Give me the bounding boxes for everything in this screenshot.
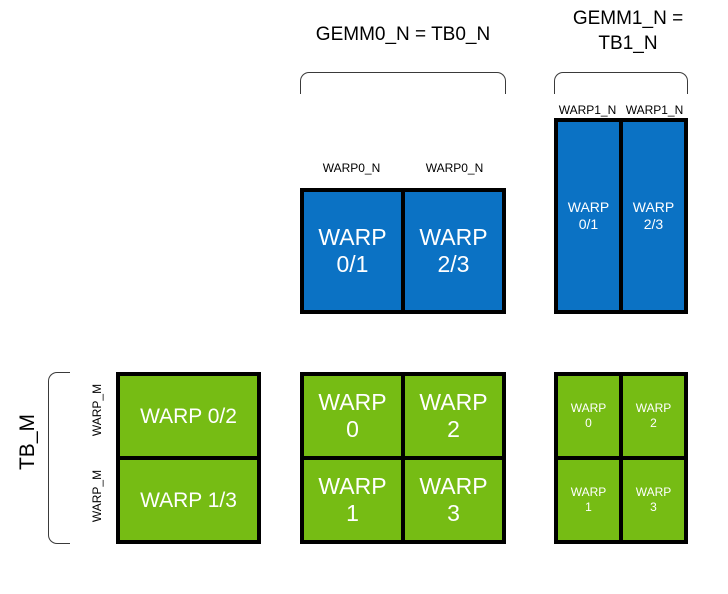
right-green-cell-2: WARP 2 [623, 376, 684, 456]
gemm0-warp-cell-0: WARP 0/1 [304, 192, 401, 310]
middle-green-cell-0: WARP 0 [304, 376, 401, 456]
middle-green-cell-1: WARP 1 [304, 460, 401, 540]
tb-m-bracket [48, 372, 70, 544]
gemm1-warp-cell-0: WARP 0/1 [558, 122, 619, 310]
gemm0-blue-group: WARP 0/1 WARP 2/3 [300, 188, 506, 314]
right-green-group: WARP 0 WARP 2 WARP 1 WARP 3 [554, 372, 688, 544]
warp1-n-label-left: WARP1_N [558, 103, 617, 117]
right-green-cell-1: WARP 1 [558, 460, 619, 540]
tb-m-label: TB_M [16, 414, 39, 471]
left-green-group: WARP 0/2 WARP 1/3 [116, 372, 261, 544]
gemm0-warp-cell-1: WARP 2/3 [405, 192, 502, 310]
gemm1-title: GEMM1_N = TB1_N [572, 8, 684, 54]
warp0-n-label-left: WARP0_N [322, 161, 381, 175]
middle-green-group: WARP 0 WARP 2 WARP 1 WARP 3 [300, 372, 506, 544]
gemm1-blue-group: WARP 0/1 WARP 2/3 [554, 118, 688, 314]
warp1-n-label-right: WARP1_N [625, 103, 684, 117]
middle-green-cell-3: WARP 3 [405, 460, 502, 540]
gemm1-span-bracket [554, 72, 688, 94]
middle-green-cell-2: WARP 2 [405, 376, 502, 456]
warp-m-top-label: WARP_M [90, 383, 104, 437]
right-green-cell-0: WARP 0 [558, 376, 619, 456]
right-green-cell-3: WARP 3 [623, 460, 684, 540]
left-green-cell-0: WARP 0/2 [120, 376, 257, 456]
gemm1-warp-cell-1: WARP 2/3 [623, 122, 684, 310]
gemm0-span-bracket [300, 72, 506, 94]
warp-m-bottom-label: WARP_M [90, 469, 104, 523]
warp0-n-label-right: WARP0_N [425, 161, 484, 175]
left-green-cell-1: WARP 1/3 [120, 460, 257, 540]
gemm0-title: GEMM0_N = TB0_N [315, 24, 491, 45]
